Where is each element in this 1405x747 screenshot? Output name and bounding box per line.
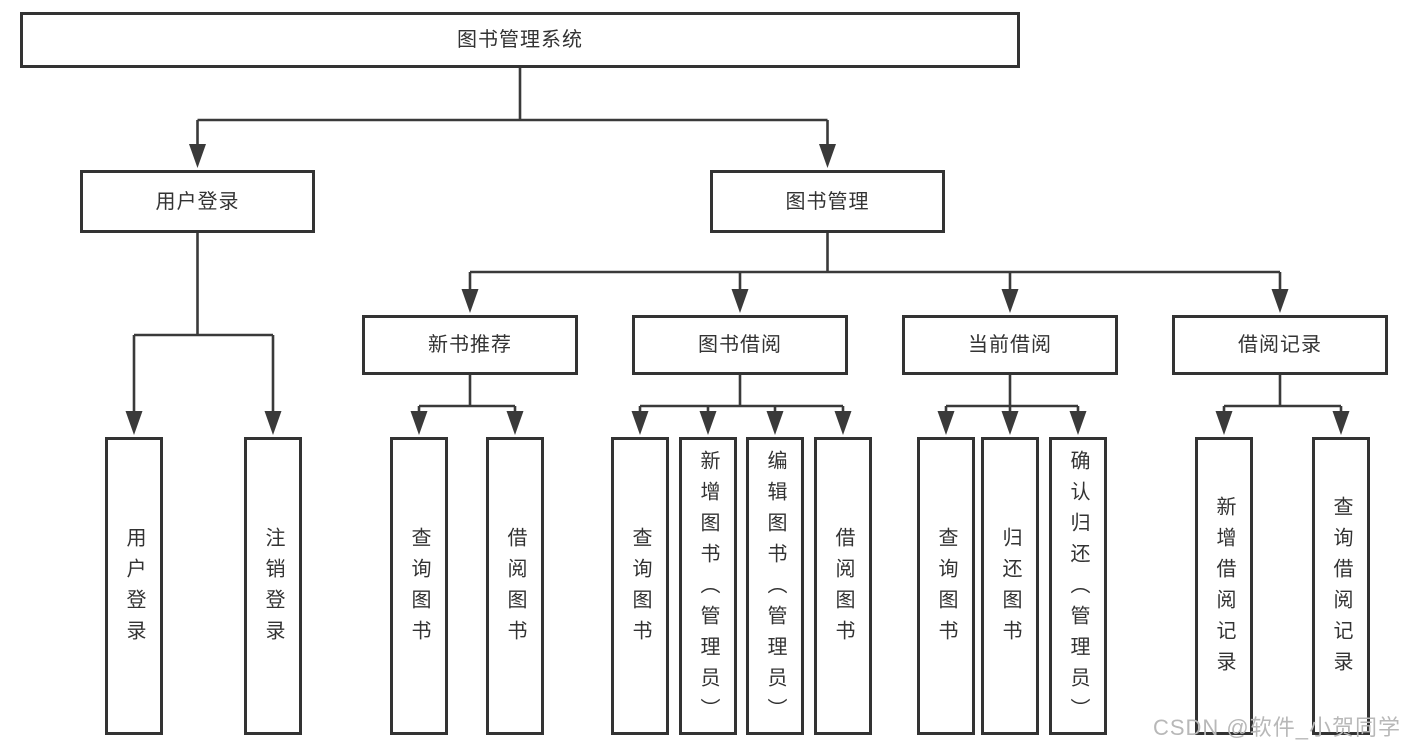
arrowhead-down-icon <box>410 411 428 435</box>
arrowhead-down-icon <box>125 411 143 435</box>
node-leaf-return-book: 归还图书 <box>981 437 1039 735</box>
node-user-login: 用户登录 <box>80 170 315 233</box>
node-new-book-rec: 新书推荐 <box>362 315 578 375</box>
csdn-watermark: CSDN @软件_小贺同学 <box>1152 715 1401 740</box>
arrowhead-down-icon <box>699 411 717 435</box>
node-leaf-add-book: 新增图书（管理员） <box>679 437 737 735</box>
node-book-borrow: 图书借阅 <box>632 315 848 375</box>
node-leaf-borrow-books-2: 借阅图书 <box>814 437 872 735</box>
node-leaf-query-borrow-record: 查询借阅记录 <box>1312 437 1370 735</box>
node-leaf-borrow-books-1: 借阅图书 <box>486 437 544 735</box>
node-current-borrow: 当前借阅 <box>902 315 1118 375</box>
arrowhead-down-icon <box>189 144 206 168</box>
node-leaf-confirm-return: 确认归还（管理员） <box>1049 437 1107 735</box>
node-root: 图书管理系统 <box>20 12 1020 68</box>
arrowhead-down-icon <box>731 289 749 313</box>
arrowhead-down-icon <box>1215 411 1233 435</box>
arrowhead-down-icon <box>766 411 784 435</box>
arrowhead-down-icon <box>1069 411 1087 435</box>
arrowhead-down-icon <box>1001 411 1019 435</box>
arrowhead-down-icon <box>264 411 282 435</box>
node-book-mgmt: 图书管理 <box>710 170 945 233</box>
arrowhead-down-icon <box>506 411 524 435</box>
node-borrow-records: 借阅记录 <box>1172 315 1388 375</box>
node-leaf-logout: 注销登录 <box>244 437 302 735</box>
arrowhead-down-icon <box>461 289 479 313</box>
node-leaf-query-books-3: 查询图书 <box>917 437 975 735</box>
node-leaf-edit-book: 编辑图书（管理员） <box>746 437 804 735</box>
node-leaf-query-books-2: 查询图书 <box>611 437 669 735</box>
arrowhead-down-icon <box>1271 289 1289 313</box>
arrowhead-down-icon <box>631 411 649 435</box>
arrowhead-down-icon <box>834 411 852 435</box>
arrowhead-down-icon <box>1001 289 1019 313</box>
arrowhead-down-icon <box>1332 411 1350 435</box>
node-leaf-user-login: 用户登录 <box>105 437 163 735</box>
arrowhead-down-icon <box>819 144 836 168</box>
node-leaf-query-books-1: 查询图书 <box>390 437 448 735</box>
node-leaf-add-borrow-record: 新增借阅记录 <box>1195 437 1253 735</box>
arrowhead-down-icon <box>937 411 955 435</box>
